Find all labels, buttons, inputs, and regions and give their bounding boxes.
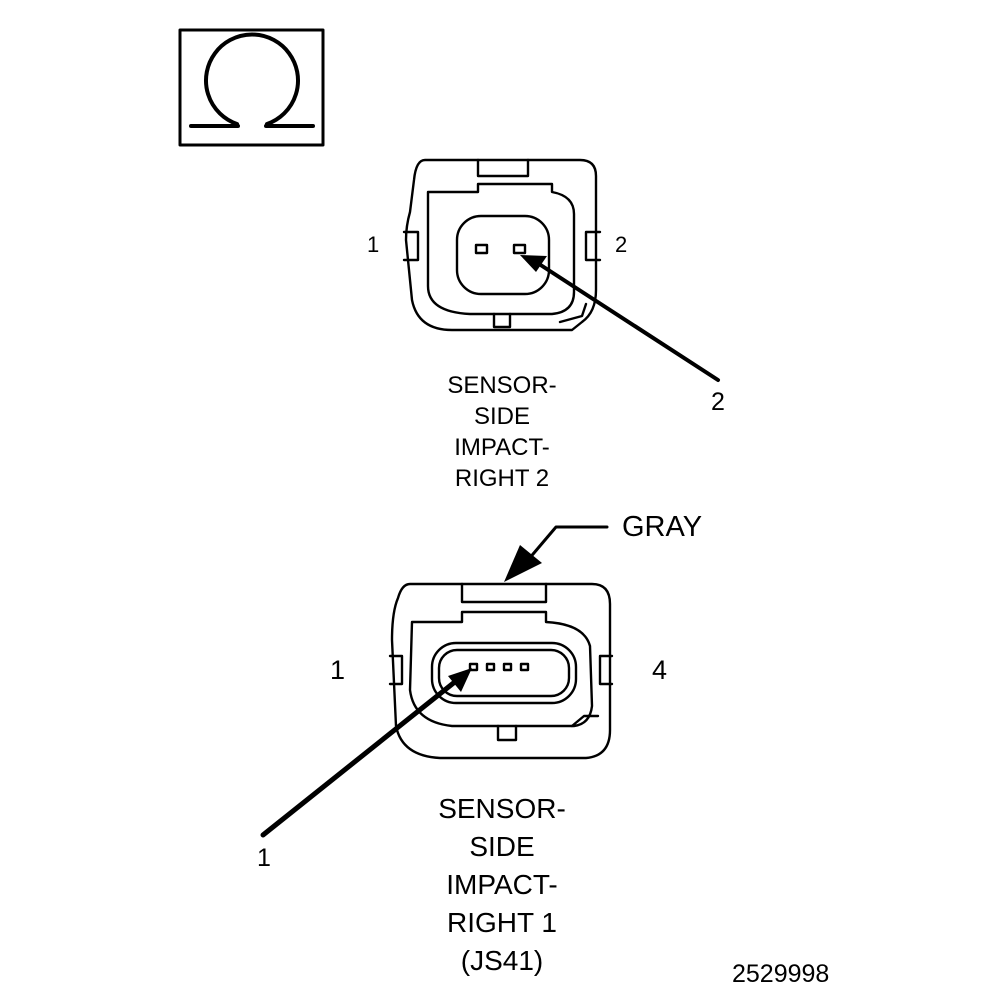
callout-arrow-bottom: [260, 668, 472, 838]
color-label-gray: GRAY: [622, 511, 703, 543]
callout-arrow-top: [520, 255, 720, 382]
caption-top-line-4: RIGHT 2: [454, 465, 550, 492]
caption-bottom-line-4: RIGHT 1: [447, 907, 557, 938]
pin-label-top-left: 1: [367, 232, 380, 257]
caption-bottom-line-1: SENSOR-: [438, 793, 566, 824]
connector-bottom-face: [388, 582, 614, 760]
callout-label-top: 2: [711, 388, 725, 416]
ohm-icon: [178, 28, 325, 147]
gray-leader-arrow: [504, 525, 609, 582]
caption-bottom-line-3: IMPACT-: [446, 869, 558, 900]
caption-top-line-1: SENSOR-: [447, 372, 557, 399]
pin-label-top-right: 2: [615, 232, 628, 257]
caption-bottom-line-2: SIDE: [469, 831, 535, 862]
caption-bottom-line-5: (JS41): [460, 945, 544, 976]
caption-top-line-2: SIDE: [473, 403, 530, 430]
caption-bottom: SENSOR- SIDE IMPACT- RIGHT 1 (JS41): [402, 790, 602, 980]
figure-number: 2529998: [732, 960, 830, 988]
callout-label-bottom: 1: [257, 844, 271, 872]
caption-top: SENSOR- SIDE IMPACT- RIGHT 2: [402, 370, 602, 494]
pin-label-bottom-left: 1: [330, 655, 346, 685]
pin-label-bottom-right: 4: [652, 655, 668, 685]
connector-top-face: [402, 158, 602, 332]
caption-top-line-3: IMPACT-: [454, 434, 550, 461]
